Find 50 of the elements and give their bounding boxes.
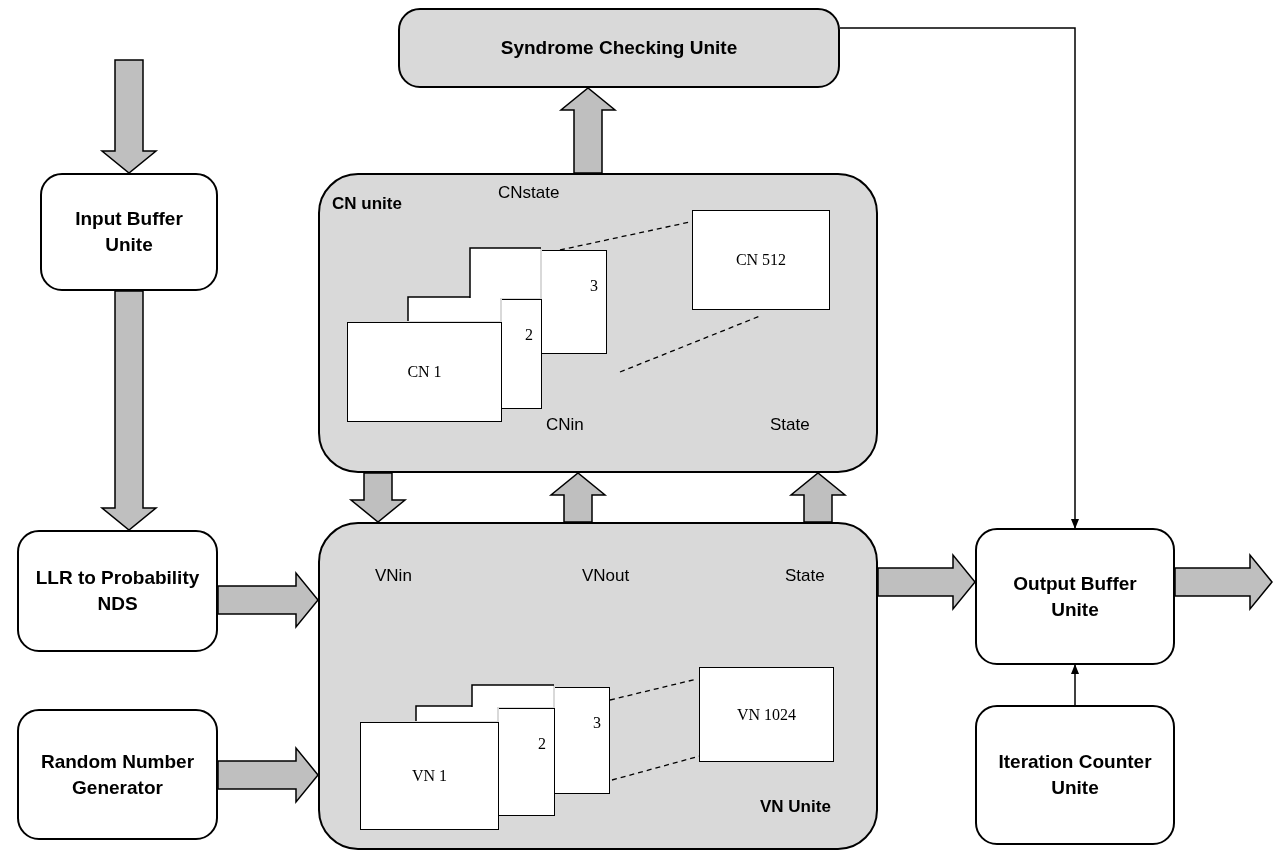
node-card: [542, 250, 607, 354]
unit-label: Output Buffer Unite: [1012, 571, 1138, 622]
card-label: VN 1024: [736, 705, 797, 724]
unit-box: [975, 705, 1175, 845]
card-number: 3: [590, 277, 598, 295]
block-arrow: [548, 472, 608, 523]
card-number: 3: [593, 714, 601, 732]
node-card: [499, 708, 555, 816]
block-arrow: [99, 290, 159, 531]
block-arrow: [217, 745, 319, 805]
card-label: CN 1: [407, 363, 442, 381]
port-label: CNin: [546, 415, 584, 435]
panel-title: VN Unite: [760, 796, 831, 818]
unit-box: [17, 530, 218, 652]
block-arrow: [348, 472, 408, 523]
block-arrow: [217, 570, 319, 630]
node-card: [502, 299, 542, 409]
unit-label: Syndrome Checking Unite: [499, 36, 739, 61]
card-label: VN 1: [411, 767, 448, 785]
block-arrow: [788, 472, 848, 523]
unit-box: [40, 173, 218, 291]
panel-title: CN unite: [332, 193, 402, 215]
card-label: CN 512: [735, 251, 787, 269]
block-arrow: [99, 59, 159, 174]
node-card: [360, 722, 499, 830]
node-card: [699, 667, 834, 762]
node-card: [692, 210, 830, 310]
port-label: CNstate: [498, 183, 560, 203]
block-arrow: [877, 552, 976, 612]
unit-panel: [318, 522, 878, 850]
unit-panel: [318, 173, 878, 473]
card-number: 2: [538, 735, 546, 753]
node-card: [555, 687, 610, 794]
block-arrow: [1174, 552, 1273, 612]
port-label: VNin: [375, 566, 412, 586]
unit-label: Random Number Generator: [39, 749, 196, 800]
card-number: 2: [525, 326, 533, 344]
arrow: [839, 27, 1079, 529]
port-label: State: [770, 415, 810, 435]
node-card: [347, 322, 502, 422]
unit-box: [17, 709, 218, 840]
unit-label: LLR to Probability NDS: [34, 566, 201, 616]
port-label: VNout: [582, 566, 630, 586]
arrow: [1071, 664, 1079, 706]
port-label: State: [785, 566, 825, 586]
unit-label: Iteration Counter Unite: [997, 750, 1153, 800]
unit-box: [398, 8, 840, 88]
unit-box: [975, 528, 1175, 665]
unit-label: Input Buffer Unite: [74, 207, 184, 257]
block-arrow: [558, 87, 618, 174]
